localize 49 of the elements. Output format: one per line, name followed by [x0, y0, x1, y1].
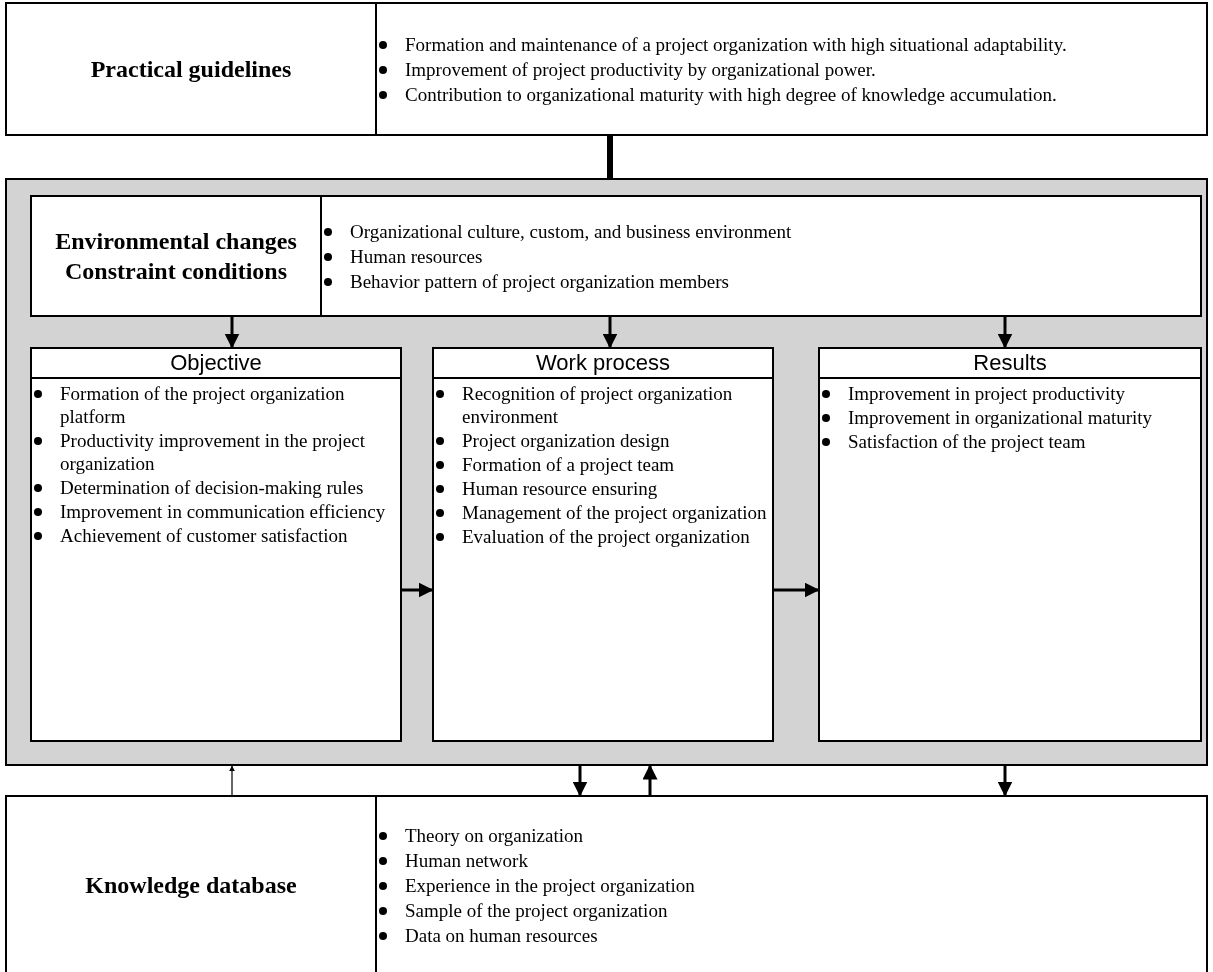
bullet-text: Experience in the project organization [404, 873, 695, 897]
box-heading: Practical guidelines [90, 55, 292, 84]
bullet-text: Determination of decision-making rules [59, 476, 364, 499]
bullet-text: Contribution to organizational maturity with high degree of knowledge accumulation. [404, 82, 1057, 106]
connector-line [607, 136, 613, 178]
bullet-text: Improvement in project productivity [847, 382, 1125, 405]
arrow [997, 766, 1013, 797]
bullet-text: Human network [404, 848, 528, 872]
arrow [642, 764, 658, 795]
column-heading: Results [820, 349, 1200, 379]
bullet-text: Recognition of project organization environment [461, 382, 734, 428]
arrow [224, 317, 240, 349]
column-box [818, 347, 1202, 742]
column-heading: Work process [434, 349, 772, 379]
labeled-box [5, 2, 1208, 136]
bullet-text: Theory on organization [404, 823, 583, 847]
bullet-text: Improvement in communication efficiency [59, 500, 386, 523]
bullet-text: Formation of a project team [461, 453, 675, 476]
bullet-text: Management of the project organization [461, 501, 767, 524]
bullet-text: Human resources [349, 244, 483, 268]
column-heading: Objective [32, 349, 400, 379]
bullet-text: Data on human resources [404, 923, 598, 947]
arrow [997, 317, 1013, 349]
bullet-text: Formation of the project organization platform [59, 382, 346, 428]
bullet-text: Project organization design [461, 429, 670, 452]
arrow [229, 765, 235, 796]
column-box [30, 347, 402, 742]
bullet-text: Productivity improvement in the project organization [59, 429, 366, 475]
box-heading: Environmental changes [55, 227, 297, 256]
bullet-text: Organizational culture, custom, and business environment [349, 219, 792, 243]
column-box [432, 347, 774, 742]
arrow [602, 317, 618, 349]
bullet-text: Satisfaction of the project team [847, 430, 1086, 453]
bullet-text: Sample of the project organization [404, 898, 668, 922]
arrow [402, 582, 434, 598]
bullet-text: Improvement of project productivity by organizational power. [404, 57, 876, 81]
box-heading: Constraint conditions [64, 257, 287, 286]
bullet-text: Improvement in organizational maturity [847, 406, 1153, 429]
arrow [572, 766, 588, 797]
box-heading: Knowledge database [85, 871, 297, 900]
arrow [774, 582, 820, 598]
bullet-text: Achievement of customer satisfaction [59, 524, 348, 547]
bullet-text: Formation and maintenance of a project organization with high situational adaptability. [404, 32, 1067, 56]
bullet-text: Evaluation of the project organization [461, 525, 750, 548]
labeled-box [30, 195, 1202, 317]
bullet-text: Human resource ensuring [461, 477, 658, 500]
panel-background [5, 178, 1208, 766]
bullet-text: Behavior pattern of project organization members [349, 269, 729, 293]
labeled-box [5, 795, 1208, 972]
